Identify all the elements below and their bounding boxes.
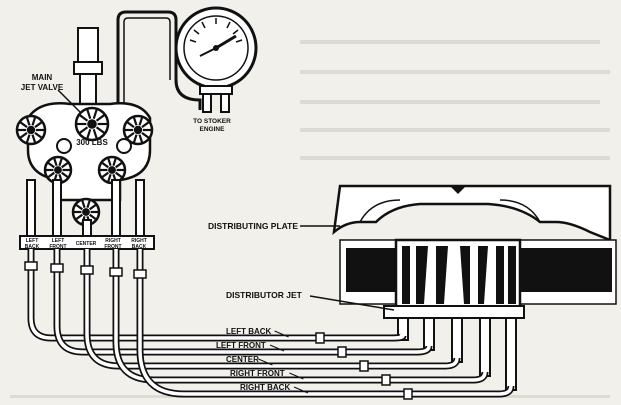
valve-handwheels [15, 106, 154, 227]
jet-pipe-bore [138, 249, 513, 396]
pipe-label-leader [274, 330, 289, 338]
pipe-label-leader [258, 358, 273, 366]
pipe-line-label: RIGHT BACK [240, 383, 290, 392]
pipe-label-leader [289, 372, 304, 380]
pipe-union [359, 360, 369, 372]
manifold-tag: RIGHT [105, 238, 121, 244]
bleed-through-text [10, 40, 610, 398]
manifold-tag: FRONT [49, 244, 66, 250]
pipe-union [337, 346, 347, 358]
firebox-assembly [332, 184, 617, 391]
main-jet-valve-label-1: MAIN [32, 73, 53, 82]
pipe-union [381, 374, 391, 386]
pipe-coupling [50, 263, 64, 273]
pressure-gauge [174, 6, 258, 113]
handwheel-icon [71, 197, 101, 227]
pipe-line-label: LEFT BACK [226, 327, 272, 336]
manifold-tag: BACK [25, 244, 40, 250]
steam-supply-pipe [73, 10, 202, 110]
pipe-line-labels: LEFT BACK LEFT FRONT CENTER RIGHT FRONT RIGH… [216, 327, 309, 394]
main-jet-valve-leader [57, 89, 81, 113]
pipe-union [315, 332, 325, 344]
pipe-union [403, 388, 413, 400]
handwheel-icon [43, 155, 73, 185]
manifold-tag: BACK [132, 244, 147, 250]
handwheel-icon [122, 114, 154, 146]
manifold-tag: CENTER [76, 241, 97, 247]
jet-pipe-lines [24, 249, 515, 400]
distributing-plate-label: DISTRIBUTING PLATE [208, 221, 298, 231]
distributor-jet-label: DISTRIBUTOR JET [226, 290, 303, 300]
jet-pipe-bore [114, 249, 487, 382]
gauge-needle [215, 34, 237, 50]
main-jet-valve-label-2: JET VALVE [21, 83, 64, 92]
to-stoker-label-2: ENGINE [200, 126, 226, 133]
manifold-tag: RIGHT [131, 238, 147, 244]
manifold-tag: FRONT [104, 244, 121, 250]
jet-pipe-bore [55, 249, 431, 354]
pipe-label-leader [293, 386, 309, 394]
pressure-rating-label: 300 LBS [76, 138, 108, 147]
pipe-line-label: LEFT FRONT [216, 341, 266, 350]
pipe-line-label: RIGHT FRONT [230, 369, 285, 378]
jet-pipe-bore [29, 249, 405, 340]
manifold-tag: LEFT [52, 238, 65, 244]
distributor-jet-leader [309, 295, 395, 311]
to-stoker-label-1: TO STOKER [193, 118, 231, 125]
manifold-tag: LEFT [26, 238, 39, 244]
pipe-line-label: CENTER [226, 355, 259, 364]
pipe-coupling [24, 261, 38, 271]
pipe-coupling [133, 269, 147, 279]
handwheel-icon [15, 114, 47, 146]
pipe-coupling [80, 265, 94, 275]
pipe-label-leader [269, 344, 285, 352]
handwheel-icon [97, 155, 127, 185]
handwheel-icon [74, 106, 110, 142]
pipe-coupling [109, 267, 123, 277]
